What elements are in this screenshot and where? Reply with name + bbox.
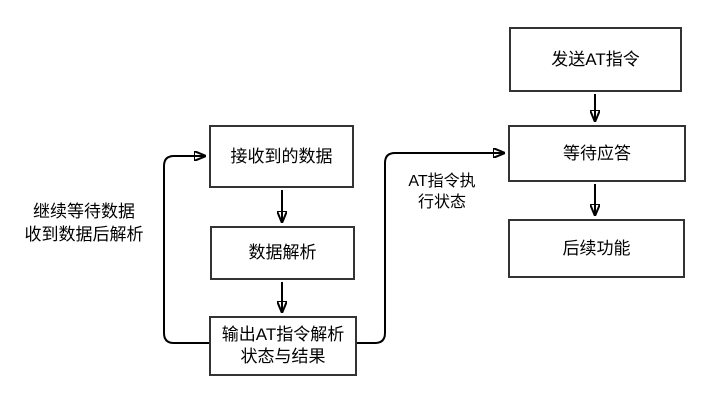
side-note-loop-annotation: 继续等待数据 收到数据后解析 xyxy=(10,200,158,246)
node-send-at-command: 发送AT指令 xyxy=(509,27,682,92)
node-wait-response: 等待应答 xyxy=(508,125,686,182)
node-output-result: 输出AT指令解析 状态与结果 xyxy=(209,316,357,376)
edge-label-at-command-status: AT指令执 行状态 xyxy=(396,171,488,213)
node-received-data: 接收到的数据 xyxy=(209,125,354,188)
node-followup-function: 后续功能 xyxy=(508,219,685,278)
node-followup-function-label: 后续功能 xyxy=(562,238,631,258)
arrow-output-loop-to-receive xyxy=(163,156,209,344)
node-output-result-label-line2: 状态与结果 xyxy=(240,347,326,366)
node-wait-response-label: 等待应答 xyxy=(563,143,631,163)
edge-label-line1: AT指令执 xyxy=(408,173,476,190)
side-note-line2: 收到数据后解析 xyxy=(24,225,144,244)
node-output-result-label-line1: 输出AT指令解析 xyxy=(221,325,345,344)
node-data-parse-label: 数据解析 xyxy=(248,243,317,262)
node-data-parse: 数据解析 xyxy=(210,226,355,280)
edge-label-line2: 行状态 xyxy=(417,194,466,211)
node-received-data-label: 接收到的数据 xyxy=(230,146,333,166)
node-send-at-command-label: 发送AT指令 xyxy=(551,49,640,69)
side-note-line1: 继续等待数据 xyxy=(33,202,135,221)
